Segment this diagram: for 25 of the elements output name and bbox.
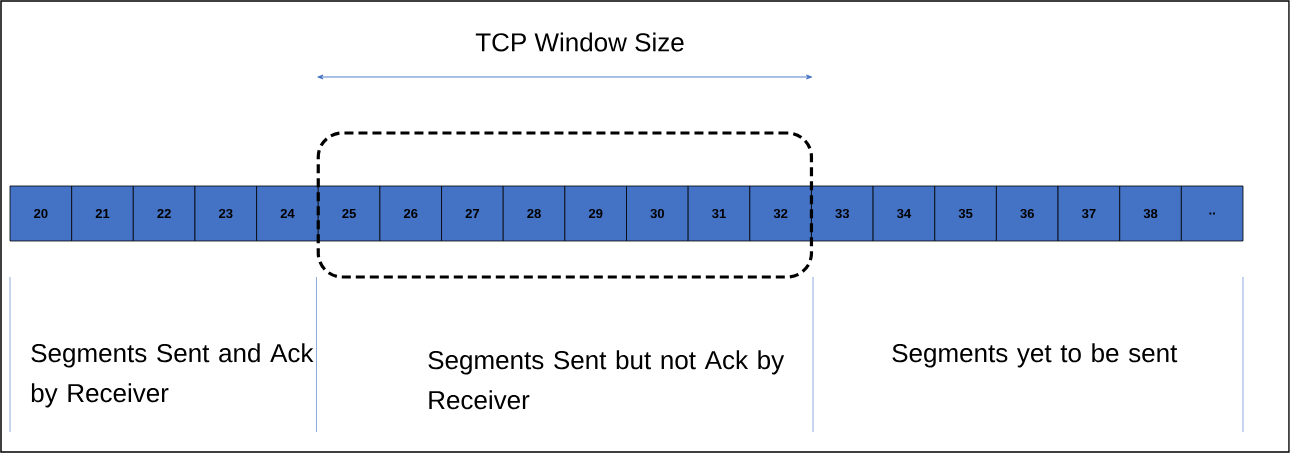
segment-cell: 36 [996,185,1059,242]
segment-cell: 22 [132,185,196,242]
window-size-label: TCP Window Size [475,32,684,52]
segment-cell: 24 [256,185,319,242]
segment-cell: 26 [379,185,442,242]
segment-cell: 20 [9,185,73,242]
segment-cell: 31 [687,185,751,242]
segment-cell: 30 [626,185,689,242]
region-label: Segments Sent and Ack by Receiver [31,343,314,408]
segment-cell: 38 [1119,185,1182,242]
region-label: Segments yet to be sent [892,343,1178,368]
segment-cell: 33 [811,185,874,242]
segment-cell: 27 [441,185,504,242]
segment-cell: .. [1180,185,1244,242]
segment-cell: 35 [934,185,997,242]
segment-cell: 37 [1057,185,1121,242]
segment-cell: 28 [502,185,566,242]
segment-cell: 23 [194,185,257,242]
dashed-box [316,131,814,279]
segment-cell: 34 [872,185,936,242]
segment-cell: 32 [749,185,812,242]
segment-cell: 25 [317,185,381,242]
segment-cell: 29 [564,185,627,242]
segment-cell: 21 [71,185,134,242]
region-label: Segments Sent but not Ack by Receiver [428,350,785,410]
